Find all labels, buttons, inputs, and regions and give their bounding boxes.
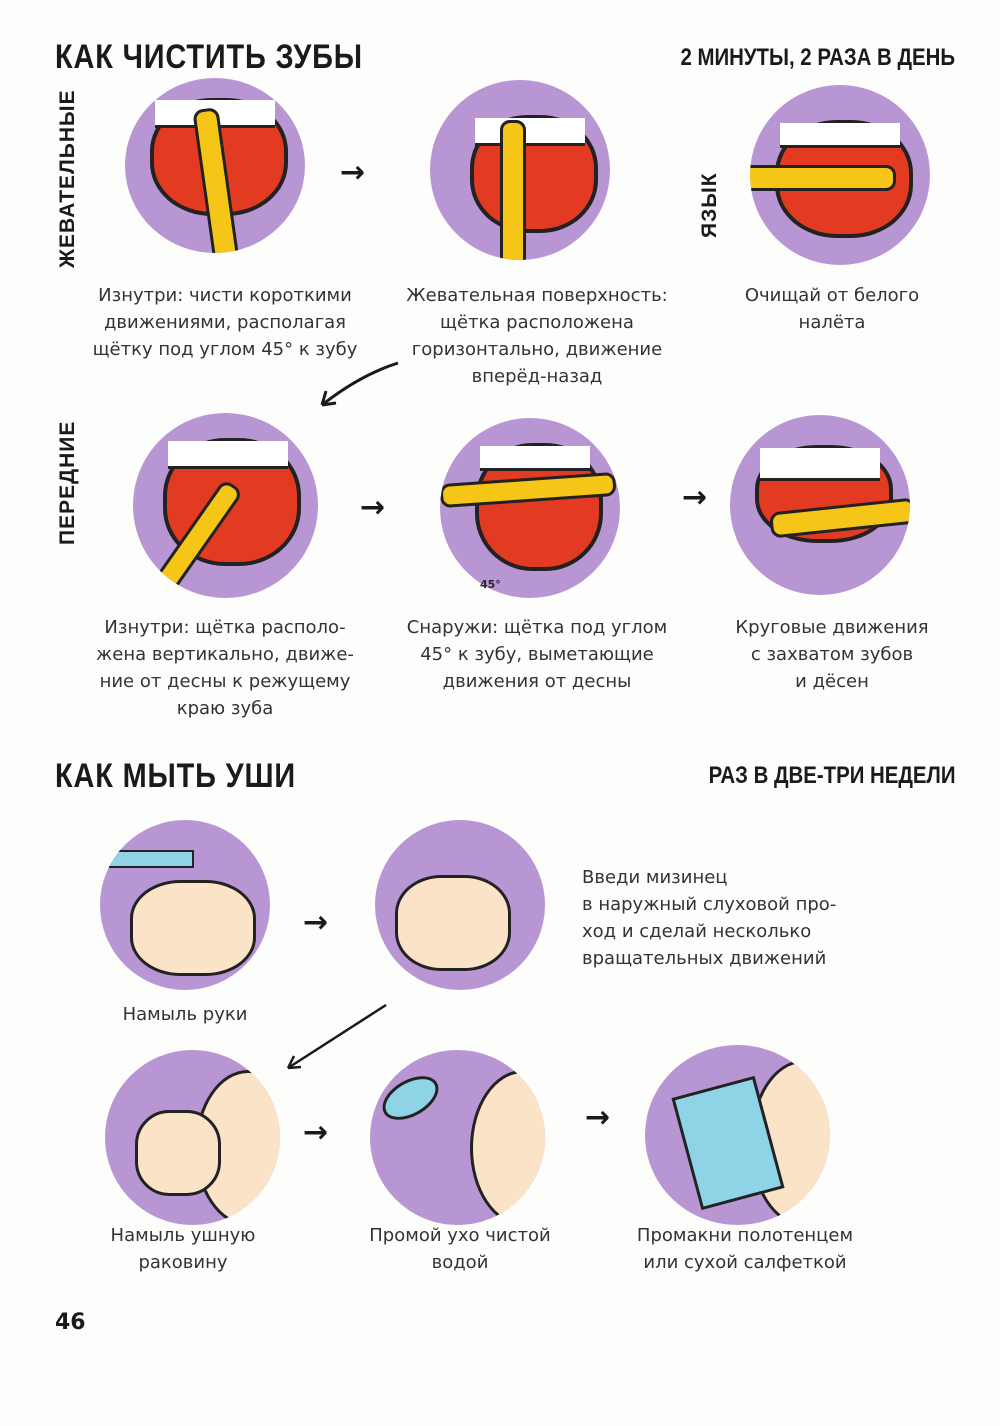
illustration-rinse-ear [370,1050,545,1225]
label-chewing: ЖЕВАТЕЛЬНЫЕ [56,89,79,268]
illustration-soap-ear [105,1050,280,1225]
illustration-circular [730,415,910,595]
label-front: ПЕРЕДНИЕ [56,420,79,545]
label-tongue: ЯЗЫК [698,172,721,238]
teeth-title: КАК ЧИСТИТЬ ЗУБЫ [55,38,363,76]
arrow-right-icon: → [340,155,366,190]
caption-ear-step-5: Промакни полотенцем или сухой салфеткой [636,1225,854,1273]
caption-step-5: Снаружи: щётка под углом 45° к зубу, вым… [406,617,668,692]
illustration-front-outside [440,418,620,598]
page-number: 46 [55,1310,86,1335]
illustration-soap-hands [100,820,270,990]
ears-frequency: РАЗ В ДВЕ-ТРИ НЕДЕЛИ [708,762,955,789]
arrow-right-icon: → [303,905,329,940]
illustration-tongue [750,85,930,265]
caption-step-6: Круговые движения с захватом зубов и дёс… [735,617,929,692]
caption-step-1: Изнутри: чисти короткими движениями, рас… [92,285,358,360]
arrow-right-icon: → [585,1100,611,1135]
teeth-frequency: 2 МИНУТЫ, 2 РАЗА В ДЕНЬ [680,44,955,71]
ears-title: КАК МЫТЬ УШИ [55,757,297,795]
caption-ear-step-1: Намыль руки [122,1004,248,1025]
arrow-right-icon: → [360,490,386,525]
arrow-down-left-icon [320,361,399,407]
arrow-right-icon: → [303,1115,329,1150]
illustration-dry-ear [645,1045,830,1225]
caption-step-3: Очищай от белого налёта [744,285,920,333]
angle-label: 45° [480,578,501,591]
illustration-finger-ear [375,820,545,990]
caption-ear-step-3: Намыль ушную раковину [110,1225,256,1273]
caption-ear-step-2: Введи мизинец в наружный слуховой про- х… [582,867,837,969]
caption-ear-step-4: Промой ухо чистой водой [369,1225,551,1273]
illustration-chewing-inside [125,78,305,253]
arrow-right-icon: → [682,480,708,515]
caption-step-4: Изнутри: щётка располо- жена вертикально… [96,617,354,719]
illustration-chewing-surface [430,80,610,260]
caption-step-2: Жевательная поверхность: щётка расположе… [406,285,668,387]
arrow-down-left-icon [286,1003,387,1070]
illustration-front-inside [133,413,318,598]
